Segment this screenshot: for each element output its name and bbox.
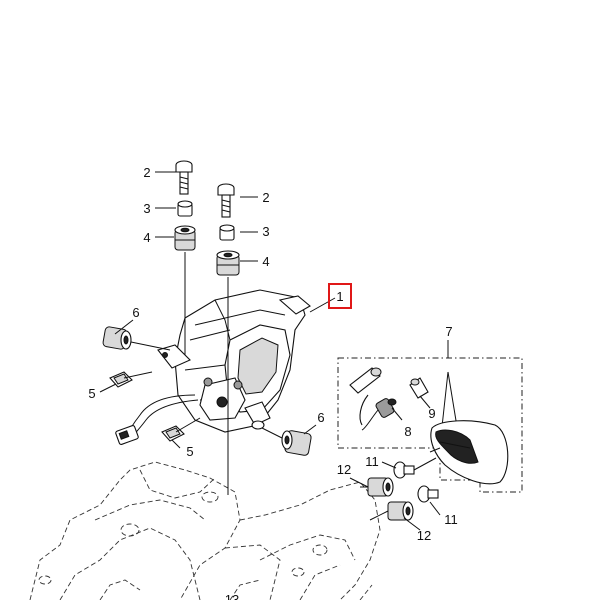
screw-upper: [393, 457, 437, 479]
callout-13: 13: [225, 592, 239, 600]
nut-upper: [360, 477, 394, 497]
callout-labels: 1 2 2 3 3 4 4 5 5 6 6 7 8 9 11 11 12 12 …: [88, 165, 457, 600]
right-fastener-stack: [216, 183, 240, 495]
callout-4-left: 4: [143, 230, 150, 245]
tail-light-assembly: [115, 289, 311, 445]
license-light-kit: [337, 340, 523, 493]
callout-11-upper: 11: [365, 454, 379, 469]
part-1-highlight-box: [328, 283, 352, 309]
callout-2-right: 2: [262, 190, 269, 205]
callout-11-lower: 11: [444, 512, 458, 527]
bulb-socket: [361, 398, 397, 431]
callout-3-left: 3: [143, 201, 150, 216]
callout-6-left: 6: [132, 305, 139, 320]
small-bulb: [409, 377, 429, 399]
left-fastener-stack: [174, 160, 196, 355]
callout-6-right: 6: [317, 410, 324, 425]
license-light-housing: [429, 420, 509, 485]
damper-left: [102, 326, 171, 351]
callout-5-right: 5: [186, 444, 193, 459]
callout-12-lower: 12: [417, 528, 431, 543]
callout-2-left: 2: [143, 165, 150, 180]
callout-4-right: 4: [262, 254, 269, 269]
rear-frame: [29, 461, 381, 600]
damper-right: [251, 420, 312, 456]
nut-clip-left: [109, 371, 153, 388]
nut-lower: [369, 501, 414, 521]
callout-5-left: 5: [88, 386, 95, 401]
screw-lower: [417, 485, 439, 503]
callout-1: 1: [336, 289, 343, 304]
callout-8: 8: [404, 424, 411, 439]
nut-clip-right: [161, 417, 201, 442]
callout-12-upper: 12: [337, 462, 351, 477]
leader-lines: [99, 171, 441, 531]
callout-7: 7: [445, 324, 452, 339]
callout-3-right: 3: [262, 224, 269, 239]
bulb: [349, 367, 382, 426]
callout-9: 9: [428, 406, 435, 421]
